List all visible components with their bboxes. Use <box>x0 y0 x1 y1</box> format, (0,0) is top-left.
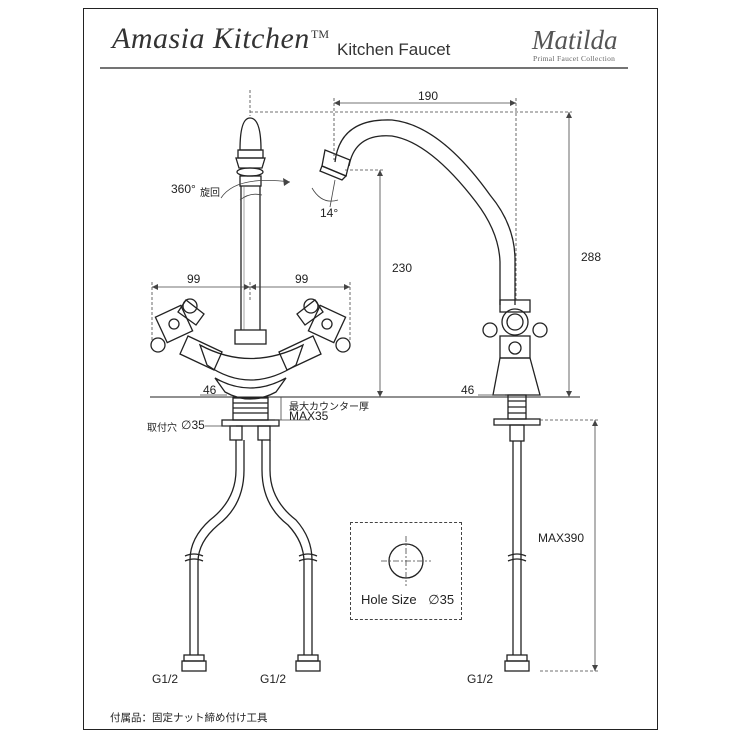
hole-size-label: Hole Size ∅35 <box>361 592 454 608</box>
accessories-note: 付属品：固定ナット締め付け工具 <box>110 712 268 724</box>
trademark-symbol: TM <box>311 27 329 41</box>
dim-base-side: 46 <box>461 383 475 397</box>
dim-total-height: 288 <box>581 250 602 264</box>
matilda-logo: Matilda <box>532 25 618 55</box>
dim-spout-tilt: 14° <box>320 206 339 220</box>
dim-base-front: 46 <box>203 383 217 397</box>
dim-rotation: 360° <box>171 182 196 196</box>
dim-hose-length: MAX390 <box>538 531 585 545</box>
logo-tagline: Primal Faucet Collection <box>533 54 616 63</box>
dim-spout-height: 230 <box>392 261 413 275</box>
hole-size-text: Hole Size <box>361 592 417 607</box>
front-view-faucet <box>150 117 351 441</box>
side-view-faucet <box>319 119 548 672</box>
dimension-arrows <box>152 100 598 671</box>
dim-handle-right: 99 <box>295 272 309 286</box>
brand-name: Amasia Kitchen <box>112 22 310 55</box>
drawing-frame <box>83 8 658 730</box>
hole-size-circle <box>381 536 431 586</box>
dim-handle-left: 99 <box>187 272 201 286</box>
connection-side: G1/2 <box>467 672 494 686</box>
hole-size-box <box>350 522 462 620</box>
counter-thickness-label: 最大カウンター厚 <box>289 402 369 413</box>
hole-size-value: ∅35 <box>428 592 455 607</box>
front-view-hoses <box>181 440 321 672</box>
dim-rotation-label: 旋回 <box>200 188 220 199</box>
connection-left-1: G1/2 <box>152 672 179 686</box>
mount-hole-size: ∅35 <box>181 418 205 432</box>
counter-thickness-value: MAX35 <box>289 409 329 423</box>
mount-hole-label: 取付穴 <box>147 423 177 434</box>
dim-spout-reach: 190 <box>418 89 439 103</box>
connection-left-2: G1/2 <box>260 672 287 686</box>
product-type: Kitchen Faucet <box>337 40 451 59</box>
